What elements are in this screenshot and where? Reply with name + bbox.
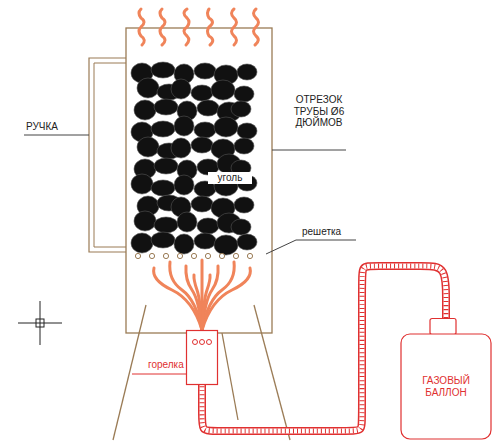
pipe-callout: ОТРЕЗОК ТРУБЫ Ø6 ДЮЙМОВ (286, 94, 352, 129)
grate (135, 253, 252, 258)
flames (139, 9, 259, 330)
pipe (126, 28, 272, 333)
burner-label: горелка (148, 359, 184, 371)
crosshair (18, 301, 62, 345)
handle (89, 58, 126, 252)
handle-inner (94, 63, 126, 247)
burner-outline (186, 330, 218, 385)
gas-burner: горелка (186, 330, 218, 385)
leaders (24, 135, 356, 254)
gas-cylinder: ГАЗОВЫЙ БАЛЛОН (400, 318, 492, 440)
coal-label: уголь (208, 172, 252, 184)
grate-label: решетка (302, 226, 356, 238)
handle-label: РУЧКА (26, 121, 86, 133)
burner-leader (132, 374, 186, 375)
cylinder-label: ГАЗОВЫЙ БАЛЛОН (408, 375, 484, 398)
coal (131, 62, 257, 255)
